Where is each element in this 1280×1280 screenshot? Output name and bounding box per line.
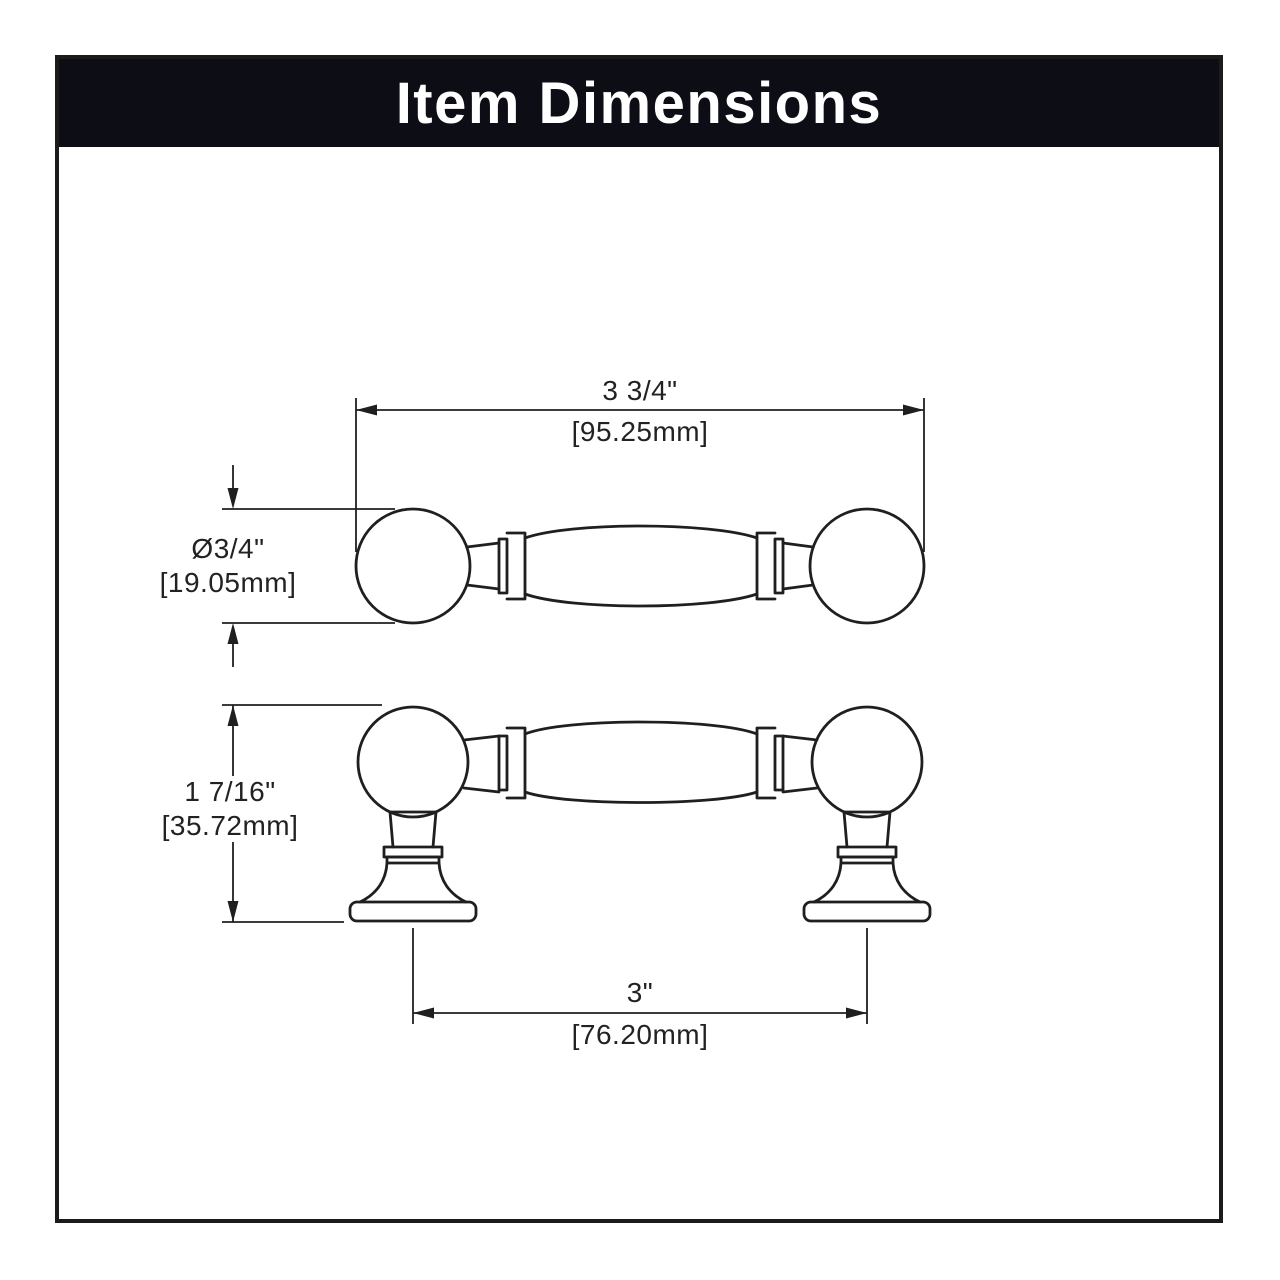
right-stem [842,810,892,849]
diameter-dimension: Ø3/4" [19.05mm] [160,465,395,667]
height-label-mask [164,776,296,842]
left-stem [388,810,438,849]
left-end-cap [354,507,472,625]
right-neck-side [781,734,819,794]
left-post [348,810,478,923]
right-collar-side [755,726,785,800]
length-dimension: 3 3/4" [95.25mm] [355,375,925,552]
length-arrow-right [903,404,924,416]
right-knuckle-upper [836,845,898,859]
outer-frame: Item Dimensions [55,55,1223,1223]
length-label-mm: [95.25mm] [572,416,709,447]
left-base [348,900,478,923]
left-knuckle-upper [382,845,444,859]
pull-top-view [354,507,926,625]
pull-side-view [348,705,932,923]
left-neck [465,541,501,591]
right-neck [781,541,815,591]
page-title: Item Dimensions [395,70,883,136]
left-trumpet [358,861,468,904]
height-arrow-top [227,705,239,726]
barrel-bottom-edge [523,592,759,608]
barrel-top-edge [523,524,759,540]
length-arrow-left [356,404,377,416]
cc-label-inches: 3" [627,977,654,1008]
right-post [802,810,932,923]
header-bar: Item Dimensions [59,59,1219,147]
left-knuckle-lower [385,855,441,865]
center-to-center-dimension: 3" [76.20mm] [412,928,868,1050]
diameter-label-inches: Ø3/4" [191,533,264,564]
diameter-arrow-bottom [227,623,239,644]
barrel-bottom-edge-side [523,790,759,804]
right-end-cap [808,507,926,625]
left-ball-end [356,705,470,819]
side-view: 1 7/16" [35.72mm] 3" [76.20mm] [162,704,932,1050]
diameter-label-mm: [19.05mm] [160,567,297,598]
cc-arrow-left [413,1007,434,1019]
height-label-inches: 1 7/16" [184,776,275,807]
barrel-top-edge-side [523,720,759,736]
right-base [802,900,932,923]
length-label-inches: 3 3/4" [602,375,677,406]
height-label-mm: [35.72mm] [162,810,299,841]
height-arrow-bottom [227,901,239,922]
left-neck-side [462,734,501,794]
top-view: 3 3/4" [95.25mm] Ø3/4" [19.05mm] [160,375,926,667]
left-collar [497,531,527,601]
height-dimension: 1 7/16" [35.72mm] [162,704,382,923]
right-trumpet [812,861,922,904]
right-ball-end [810,705,924,819]
right-knuckle-lower [839,855,895,865]
diameter-arrow-top [227,488,239,509]
cc-arrow-right [846,1007,867,1019]
right-collar [755,531,785,601]
left-collar-side [497,726,527,800]
cc-label-mm: [76.20mm] [572,1019,709,1050]
